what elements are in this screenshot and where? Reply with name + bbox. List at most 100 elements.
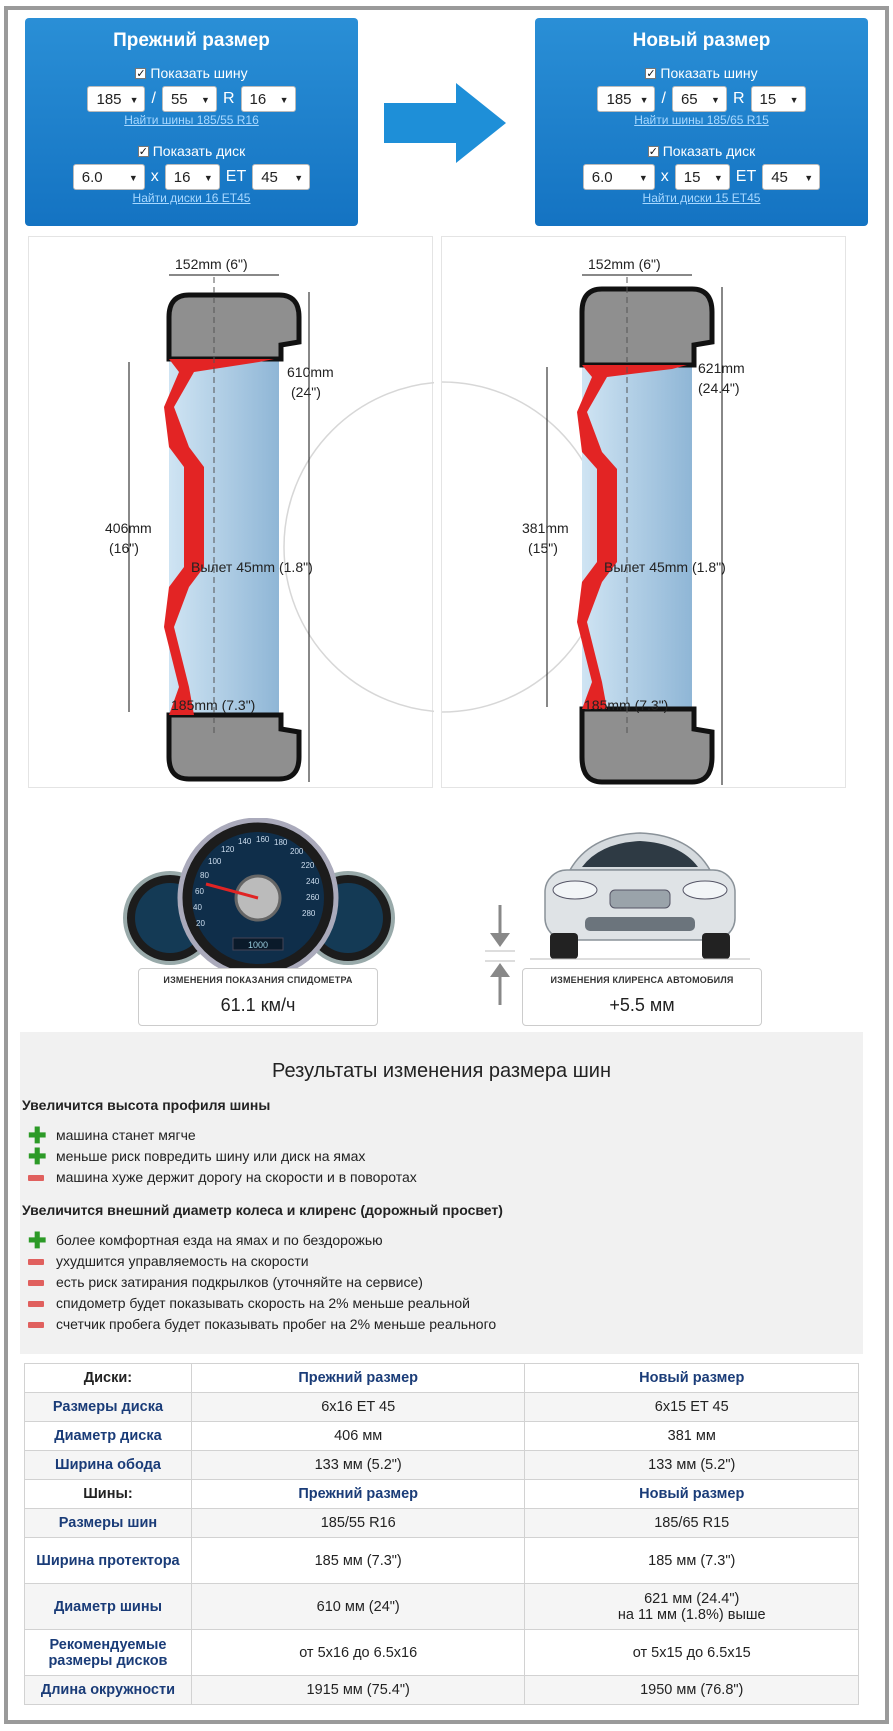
results-title: Результаты изменения размера шин bbox=[271, 1060, 611, 1082]
minus-icon bbox=[28, 1279, 44, 1286]
svg-text:240: 240 bbox=[306, 877, 320, 886]
tire-profile-select-old[interactable]: 55▼ bbox=[161, 86, 217, 112]
disc-profile bbox=[164, 359, 274, 715]
svg-text:160: 160 bbox=[256, 835, 270, 844]
rim-diam-mm-label: 406mm bbox=[105, 520, 152, 536]
top-width-label: 152mm (6") bbox=[588, 256, 661, 272]
tire-profile-select-new[interactable]: 65▼ bbox=[671, 86, 727, 112]
svg-text:20: 20 bbox=[196, 919, 205, 928]
speedometer-gauge-icon: 1000 20 40 60 80 100 120 140 160 180 200… bbox=[123, 818, 395, 978]
plus-icon: ✚ bbox=[28, 1144, 47, 1169]
tire-rim-select-new[interactable]: 15▼ bbox=[750, 86, 806, 112]
rim-diam-mm-label: 381mm bbox=[522, 520, 569, 536]
show-disc-label: Показать диск bbox=[662, 143, 756, 159]
minus-icon bbox=[28, 1258, 44, 1265]
top-width-label: 152mm (6") bbox=[175, 256, 248, 272]
old-size-title: Прежний размер bbox=[113, 30, 270, 51]
svg-text:60: 60 bbox=[195, 887, 204, 896]
disc-diameter-select-new[interactable]: 15▼ bbox=[674, 164, 730, 190]
list-item: ухудшится управляемость на скорости bbox=[28, 1251, 863, 1272]
bottom-width-label: 185mm (7.3") bbox=[584, 697, 668, 713]
rim-diam-in-label: (16") bbox=[109, 540, 139, 556]
odometer-reading: 1000 bbox=[248, 940, 268, 950]
svg-text:40: 40 bbox=[193, 903, 202, 912]
svg-text:280: 280 bbox=[302, 909, 316, 918]
group2-title: Увеличится внешний диаметр колеса и клир… bbox=[22, 1202, 503, 1218]
svg-text:260: 260 bbox=[306, 893, 320, 902]
list-item: есть риск затирания подкрылков (уточняйт… bbox=[28, 1272, 863, 1293]
car-front-icon bbox=[530, 832, 750, 960]
outer-diam-mm-label: 621mm bbox=[698, 360, 745, 376]
new-size-panel: Новый размер Показать шину 185▼ / 65▼ R … bbox=[535, 18, 868, 226]
show-disc-checkbox-new[interactable] bbox=[647, 143, 659, 161]
group1-list: ✚машина станет мягче ✚меньше риск повред… bbox=[20, 1125, 863, 1188]
outer-diam-mm-label: 610mm bbox=[287, 364, 334, 380]
disc-width-select-new[interactable]: 6.0▼ bbox=[582, 164, 655, 190]
tire-width-select-new[interactable]: 185▼ bbox=[597, 86, 656, 112]
clearance-arrows-icon bbox=[485, 905, 515, 1005]
show-tire-checkbox-new[interactable] bbox=[645, 65, 657, 83]
group2-list: ✚более комфортная езда на ямах и по безд… bbox=[20, 1230, 863, 1335]
results-section: Результаты изменения размера шин Увеличи… bbox=[20, 1032, 863, 1354]
old-size-panel: Прежний размер Показать шину 185▼ / 55▼ … bbox=[25, 18, 358, 226]
clearance-caption: ИЗМЕНЕНИЯ КЛИРЕНСА АВТОМОБИЛЯ bbox=[550, 975, 734, 985]
tire-top-section bbox=[166, 292, 302, 362]
disc-width-select-old[interactable]: 6.0▼ bbox=[72, 164, 145, 190]
svg-text:180: 180 bbox=[274, 838, 288, 847]
show-disc-checkbox-old[interactable] bbox=[137, 143, 149, 161]
offset-label: Вылет 45mm (1.8") bbox=[191, 559, 313, 575]
disc-et-select-old[interactable]: 45▼ bbox=[252, 164, 311, 190]
new-size-title: Новый размер bbox=[632, 30, 771, 51]
show-tire-checkbox-old[interactable] bbox=[135, 65, 147, 83]
svg-text:200: 200 bbox=[290, 847, 304, 856]
tire-rim-select-old[interactable]: 16▼ bbox=[240, 86, 296, 112]
minus-icon bbox=[28, 1174, 44, 1181]
show-disc-label: Показать диск bbox=[152, 143, 246, 159]
outer-diam-in-label: (24") bbox=[291, 384, 321, 400]
tire-outline-circle bbox=[283, 381, 615, 713]
svg-text:80: 80 bbox=[200, 871, 209, 880]
wheel-diagram-new: 152mm (6") 621mm (24.4") 381mm (15") Выл… bbox=[276, 236, 846, 788]
speedometer-caption: ИЗМЕНЕНИЯ ПОКАЗАНИЯ СПИДОМЕТРА bbox=[163, 975, 353, 985]
plus-icon: ✚ bbox=[28, 1228, 47, 1253]
table-row: Шины: Прежний размер Новый размер bbox=[24, 1479, 859, 1509]
find-tires-link-old[interactable]: Найти шины 185/55 R16 bbox=[124, 113, 259, 127]
tire-width-select-old[interactable]: 185▼ bbox=[87, 86, 146, 112]
outer-diam-in-label: (24.4") bbox=[698, 380, 740, 396]
disc-diameter-select-old[interactable]: 16▼ bbox=[164, 164, 220, 190]
tire-bottom-section bbox=[579, 706, 715, 785]
disc-et-select-new[interactable]: 45▼ bbox=[762, 164, 821, 190]
bottom-width-label: 185mm (7.3") bbox=[171, 697, 255, 713]
find-discs-link-old[interactable]: Найти диски 16 ET45 bbox=[132, 191, 251, 205]
comparison-table: Диски: Прежний размер Новый размер Разме… bbox=[24, 1363, 859, 1705]
plus-icon: ✚ bbox=[28, 1123, 47, 1148]
offset-label: Вылет 45mm (1.8") bbox=[604, 559, 726, 575]
clearance-result-box: ИЗМЕНЕНИЯ КЛИРЕНСА АВТОМОБИЛЯ +5.5 мм bbox=[522, 968, 762, 1026]
find-tires-link-new[interactable]: Найти шины 185/65 R15 bbox=[634, 113, 769, 127]
svg-text:100: 100 bbox=[208, 857, 222, 866]
list-item: машина хуже держит дорогу на скорости и … bbox=[28, 1167, 863, 1188]
tire-bottom-section bbox=[166, 712, 302, 782]
show-tire-label: Показать шину bbox=[150, 65, 248, 81]
list-item: ✚машина станет мягче bbox=[28, 1123, 196, 1148]
speedometer-result-box: ИЗМЕНЕНИЯ ПОКАЗАНИЯ СПИДОМЕТРА 61.1 км/ч bbox=[138, 968, 378, 1026]
rim-diam-in-label: (15") bbox=[528, 540, 558, 556]
list-item: ✚меньше риск повредить шину или диск на … bbox=[28, 1144, 366, 1169]
svg-text:220: 220 bbox=[301, 861, 315, 870]
table-row: Диски: Прежний размер Новый размер bbox=[24, 1363, 859, 1393]
tire-top-section bbox=[579, 286, 715, 368]
svg-text:140: 140 bbox=[238, 837, 252, 846]
clearance-value: +5.5 мм bbox=[543, 991, 741, 1019]
arrow-right-icon bbox=[384, 83, 506, 163]
find-discs-link-new[interactable]: Найти диски 15 ET45 bbox=[642, 191, 761, 205]
list-item: ✚более комфортная езда на ямах и по безд… bbox=[28, 1228, 383, 1253]
minus-icon bbox=[28, 1300, 44, 1307]
